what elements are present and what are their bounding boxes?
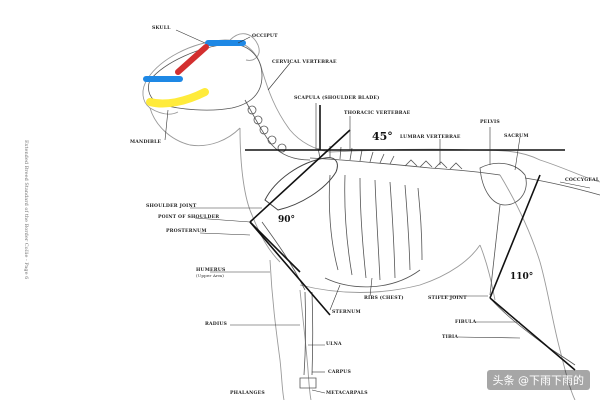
label-stifle-joint: STIFLE JOINT <box>428 296 467 301</box>
label-shoulder-joint: SHOULDER JOINT <box>146 204 197 209</box>
label-cervical-vertebrae: CERVICAL VERTEBRAE <box>272 60 337 65</box>
skeleton-sketch <box>148 43 600 389</box>
skull-bar <box>175 44 209 75</box>
angle-shoulder: 90° <box>278 215 296 225</box>
angle-top: 45° <box>372 130 393 143</box>
skull-measurements <box>143 40 246 108</box>
watermark: 头条 @下雨下雨的 <box>486 370 590 390</box>
label-ulna: ULNA <box>326 342 342 347</box>
side-note: Extended Breed Standard of the Border Co… <box>20 140 30 340</box>
label-humerus: HUMERUS (Upper Arm) <box>196 268 225 278</box>
label-sacrum: SACRUM <box>504 134 529 139</box>
label-prosternum: PROSTERNUM <box>166 229 207 234</box>
label-humerus-text: HUMERUS <box>196 268 226 273</box>
label-phalanges: PHALANGES <box>230 391 265 396</box>
label-occiput: OCCIPUT <box>252 34 278 39</box>
label-radius: RADIUS <box>205 322 228 327</box>
label-lumbar-vertebrae: LUMBAR VERTEBRAE <box>400 135 461 140</box>
label-pelvis: PELVIS <box>480 120 500 125</box>
leader-lines <box>164 29 591 394</box>
label-ribs: RIBS (CHEST) <box>364 296 404 301</box>
label-humerus-sub: (Upper Arm) <box>196 273 224 278</box>
label-coccygeal: COCCYGEAL <box>565 178 600 183</box>
angle-lines <box>245 105 576 371</box>
label-mandible: MANDIBLE <box>130 140 162 145</box>
angle-stifle: 110° <box>510 272 534 282</box>
label-metacarpals: METACARPALS <box>326 391 368 396</box>
label-point-of-shoulder: POINT OF SHOULDER <box>158 215 220 220</box>
label-skull: SKULL <box>152 26 171 31</box>
label-sternum: STERNUM <box>332 310 361 315</box>
label-fibula: FIBULA <box>455 320 477 325</box>
label-tibia: TIBIA <box>442 335 459 340</box>
side-note-text: Extended Breed Standard of the Border Co… <box>23 140 29 280</box>
label-carpus: CARPUS <box>328 370 352 375</box>
label-thoracic-vertebrae: THORACIC VERTEBRAE <box>344 111 411 116</box>
mandible-bar <box>146 88 209 108</box>
label-scapula: SCAPULA (Shoulder Blade) <box>294 96 380 101</box>
